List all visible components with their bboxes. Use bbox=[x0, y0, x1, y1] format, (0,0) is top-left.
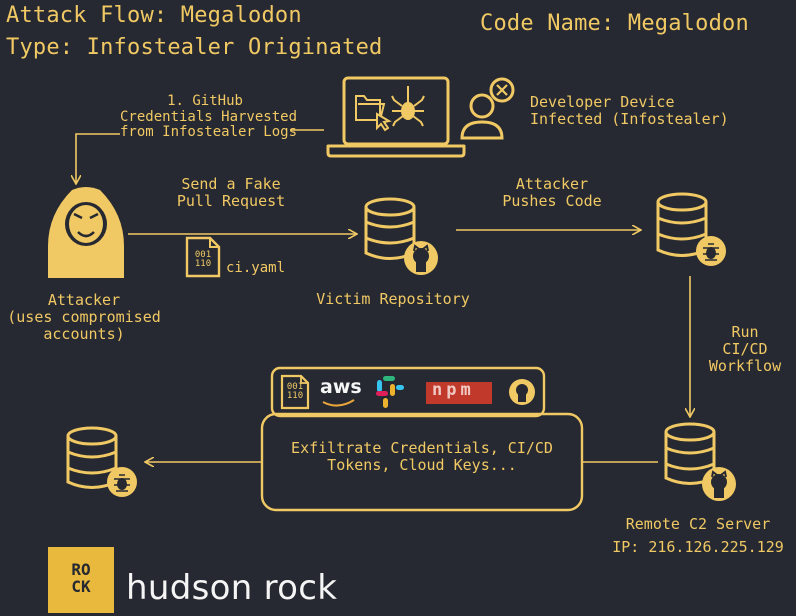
file-icon-text-line2: 110 bbox=[194, 259, 212, 269]
hudson-rock-logo-text: RO CK bbox=[64, 560, 98, 596]
diagram-title-line1: Attack Flow: Megalodon bbox=[6, 3, 302, 28]
file-name-label: ci.yaml bbox=[226, 260, 286, 276]
spider-icon bbox=[391, 86, 425, 127]
attacker-label: Attacker (uses compromised accounts) bbox=[0, 292, 168, 342]
tray-file-icon-line2: 110 bbox=[286, 391, 304, 401]
tools-tray bbox=[270, 366, 546, 418]
step1-line1: 1. GitHub bbox=[167, 93, 243, 109]
logo-text-line2: CK bbox=[71, 576, 91, 596]
laptop-icon bbox=[326, 76, 466, 158]
logo-text-line1: RO bbox=[71, 560, 91, 579]
fake-pr-line1: Send a Fake bbox=[181, 175, 281, 193]
bug-icon-attacker bbox=[696, 236, 726, 266]
fake-pr-label: Send a Fake Pull Request bbox=[168, 176, 294, 210]
exfil-line1: Exfiltrate Credentials, CI/CD bbox=[291, 439, 553, 457]
step1-line3: from Infostealer Logs bbox=[120, 124, 298, 141]
pushes-line2: Pushes Code bbox=[502, 191, 602, 210]
c2-server-line2: IP: 216.126.225.129 bbox=[612, 537, 784, 556]
step1-line2: Credentials Harvested bbox=[120, 108, 298, 125]
code-name: Code Name: Megalodon bbox=[480, 11, 749, 36]
run-workflow-line3: Workflow bbox=[708, 356, 782, 375]
infected-user-icon bbox=[460, 77, 515, 140]
pushes-code-label: Attacker Pushes Code bbox=[486, 176, 618, 210]
arrow-to-attacker bbox=[76, 133, 120, 183]
tray-file-icon-text: 001 110 bbox=[285, 383, 305, 401]
attacker-line1: Attacker bbox=[47, 291, 121, 309]
npm-logo-box bbox=[426, 382, 492, 404]
file-icon-text-line1: 001 bbox=[194, 250, 212, 260]
slack-icon bbox=[376, 376, 404, 408]
c2-server-label: Remote C2 Server IP: 216.126.225.129 bbox=[600, 513, 796, 558]
brand-name: hudson rock bbox=[126, 568, 338, 608]
file-icon bbox=[185, 236, 221, 278]
file-icon-text: 001 110 bbox=[191, 251, 215, 269]
hacker-icon bbox=[48, 187, 124, 278]
step1-label: 1. GitHub Credentials Harvested from Inf… bbox=[120, 93, 298, 141]
folder-icon bbox=[355, 95, 392, 132]
github-icon-tray bbox=[509, 379, 535, 405]
attacker-line2: (uses compromised bbox=[7, 307, 161, 326]
github-icon-victim bbox=[404, 241, 438, 275]
github-icon-c2 bbox=[702, 467, 736, 501]
tray-file-icon-line1: 001 bbox=[286, 382, 304, 392]
exfil-label: Exfiltrate Credentials, CI/CD Tokens, Cl… bbox=[268, 440, 576, 474]
c2-server-line1: Remote C2 Server bbox=[625, 515, 771, 533]
diagram-title-line2: Type: Infostealer Originated bbox=[6, 35, 383, 60]
victim-repo-label: Victim Repository bbox=[316, 290, 470, 308]
developer-line2: Infected (Infostealer) bbox=[530, 109, 729, 128]
pushes-line1: Attacker bbox=[515, 175, 589, 193]
developer-line1: Developer Device bbox=[530, 93, 675, 111]
run-workflow-line1: Run bbox=[731, 323, 759, 341]
npm-logo: npm bbox=[432, 380, 475, 400]
run-workflow-line2: CI/CD bbox=[722, 339, 768, 358]
run-workflow-label: Run CI/CD Workflow bbox=[702, 324, 788, 374]
aws-logo: aws bbox=[320, 376, 362, 398]
developer-label: Developer Device Infected (Infostealer) bbox=[530, 94, 729, 128]
exfil-line2: Tokens, Cloud Keys... bbox=[327, 455, 517, 474]
attacker-line3: accounts) bbox=[43, 324, 125, 343]
file-icon-tray bbox=[280, 374, 310, 410]
aws-smile bbox=[322, 399, 355, 407]
hudson-rock-logo bbox=[48, 547, 114, 613]
fake-pr-line2: Pull Request bbox=[176, 191, 286, 210]
bug-icon-exfil bbox=[107, 467, 137, 497]
